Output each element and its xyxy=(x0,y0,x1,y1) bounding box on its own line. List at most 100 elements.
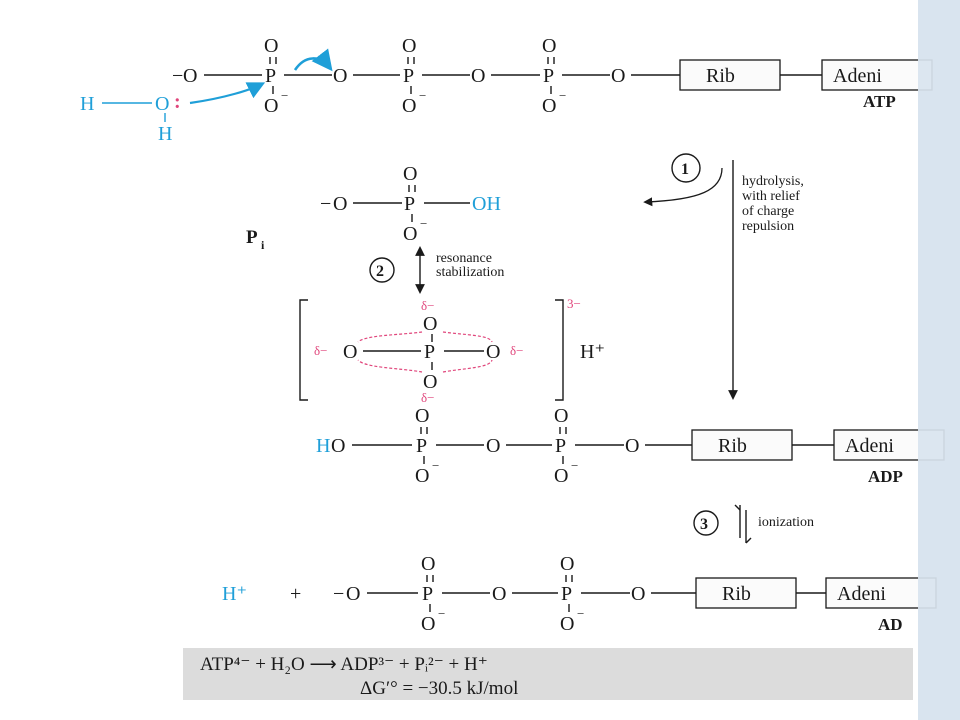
adp2-beta-bottom-minus: − xyxy=(438,606,445,621)
adp2-alpha-bottom-oxygen: O xyxy=(560,613,574,635)
step-1-circle xyxy=(671,153,701,183)
resonance-hydrogen-ion: H⁺ xyxy=(580,341,605,363)
adp2-adenine-label: Adeni xyxy=(837,583,886,605)
pi-label-subscript: i xyxy=(261,238,265,252)
adp-alpha-bottom-oxygen: O xyxy=(554,465,568,487)
equation-band xyxy=(183,648,913,700)
adp2-beta-phosphorus: P xyxy=(422,583,433,605)
step-2-number: 2 xyxy=(376,263,384,280)
atp-gamma-top-oxygen: O xyxy=(264,35,278,57)
step-2-circle xyxy=(369,257,395,283)
adp-bridge-oxygen: O xyxy=(486,435,500,457)
pi-left-minus: − xyxy=(320,193,331,215)
released-proton: H⁺ xyxy=(222,583,247,605)
adp-beta-phosphorus: P xyxy=(416,435,427,457)
pi-label: P xyxy=(246,227,258,248)
atp-bridge-oxygen-1: O xyxy=(333,65,347,87)
adp-ester-oxygen: O xyxy=(625,435,639,457)
inorganic-phosphate: − O P O O − OH P i xyxy=(246,163,501,252)
atp-adenine-box xyxy=(821,59,933,91)
step-3-ionization: 3 ionization xyxy=(693,504,814,544)
resonance-phosphorus: P xyxy=(424,341,435,363)
products-plus-sign: + xyxy=(290,583,301,605)
resonance-bottom-oxygen: O xyxy=(423,371,437,393)
adp-ionized: H⁺ + − O P O O − O P O O − O Rib Adeni A… xyxy=(222,553,937,635)
atp-gamma-bottom-oxygen: O xyxy=(264,95,278,117)
atp-alpha-top-oxygen: O xyxy=(542,35,556,57)
adp-proton: H xyxy=(316,435,330,457)
pi-hydroxyl: OH xyxy=(472,193,501,215)
atp-molecule: − O P O O − O P O O − O P O O − O Rib xyxy=(172,35,933,117)
adp2-beta-bottom-oxygen: O xyxy=(421,613,435,635)
atp-gamma-phosphorus: P xyxy=(265,65,276,87)
adp-adenine-label: Adeni xyxy=(845,435,894,457)
resonance-left-delta: δ− xyxy=(314,343,327,358)
resonance-right-delta: δ− xyxy=(510,343,523,358)
nucleophilic-attack-arrow xyxy=(189,82,266,105)
resonance-structure: 3− H⁺ O δ− P O δ− δ− O O δ− xyxy=(299,296,605,405)
resonance-bottom-delta: δ− xyxy=(421,390,434,405)
pi-bottom-minus: − xyxy=(420,216,427,231)
resonance-top-delta: δ− xyxy=(421,298,434,313)
adp-protonated: H O P O O − O P O O − O Rib Adeni ADP xyxy=(316,405,945,487)
adp-beta-top-oxygen: O xyxy=(415,405,429,427)
atp-alpha-phosphorus: P xyxy=(543,65,554,87)
step-3-label: ionization xyxy=(758,515,814,530)
atp-ribose-box xyxy=(679,59,781,91)
atp-beta-phosphorus: P xyxy=(403,65,414,87)
pi-bottom-oxygen: O xyxy=(403,223,417,245)
step-2-resonance: 2 resonance stabilization xyxy=(369,246,504,294)
adp2-terminal-oxygen: O xyxy=(346,583,360,605)
atp-beta-bottom-minus: − xyxy=(419,88,426,103)
resonance-charge: 3− xyxy=(567,296,581,311)
adp2-alpha-top-oxygen: O xyxy=(560,553,574,575)
atp-bridge-oxygen-2: O xyxy=(471,65,485,87)
atp-beta-top-oxygen: O xyxy=(402,35,416,57)
adp-terminal-oxygen: O xyxy=(331,435,345,457)
atp-molecule-label: ATP xyxy=(863,92,896,111)
resonance-right-oxygen: O xyxy=(486,341,500,363)
equation-line-1: ATP⁴⁻ + H₂O ⟶ ADP³⁻ + Pᵢ²⁻ + H⁺ xyxy=(200,654,488,675)
step-3-number: 3 xyxy=(700,516,708,533)
step-1-label-line1: hydrolysis, xyxy=(742,174,804,189)
adp2-adenine-box xyxy=(825,577,937,609)
adp-alpha-top-oxygen: O xyxy=(554,405,568,427)
atp-beta-bottom-oxygen: O xyxy=(402,95,416,117)
adp2-beta-top-oxygen: O xyxy=(421,553,435,575)
atp-adenine-label: Adeni xyxy=(833,65,882,87)
adp2-ribose-label: Rib xyxy=(722,583,751,605)
water-oxygen: O xyxy=(155,93,169,115)
water-molecule: H O : H xyxy=(80,48,333,145)
adp-alpha-bottom-minus: − xyxy=(571,458,578,473)
step-1-label-line2: with relief xyxy=(742,189,800,204)
step-1-label-line4: repulsion xyxy=(742,219,794,234)
atp-alpha-bottom-minus: − xyxy=(559,88,566,103)
adp2-bridge-oxygen: O xyxy=(492,583,506,605)
adp-molecule-label: ADP xyxy=(868,467,903,486)
adp-ribose-label: Rib xyxy=(718,435,747,457)
step-2-label-line2: stabilization xyxy=(436,265,504,280)
step-1-label-line3: of charge xyxy=(742,204,794,219)
atp-terminal-oxygen: O xyxy=(183,65,197,87)
step-1-branch-arrow xyxy=(643,167,723,207)
resonance-left-oxygen: O xyxy=(343,341,357,363)
page-edge-cover xyxy=(918,0,960,720)
adp2-terminal-minus: − xyxy=(333,583,344,605)
water-hydrogen-left: H xyxy=(80,93,94,115)
step-3-circle xyxy=(693,510,719,536)
adp-alpha-phosphorus: P xyxy=(555,435,566,457)
adp-beta-bottom-minus: − xyxy=(432,458,439,473)
step-2-label-line1: resonance xyxy=(436,251,492,266)
atp-alpha-bottom-oxygen: O xyxy=(542,95,556,117)
atp-ribose-label: Rib xyxy=(706,65,735,87)
step-1-hydrolysis: 1 hydrolysis, with relief of charge repu… xyxy=(643,153,804,400)
adp2-molecule-label: AD xyxy=(878,615,903,634)
resonance-top-oxygen: O xyxy=(423,313,437,335)
pi-left-oxygen: O xyxy=(333,193,347,215)
pi-top-oxygen: O xyxy=(403,163,417,185)
atp-ester-oxygen: O xyxy=(611,65,625,87)
adp2-alpha-phosphorus: P xyxy=(561,583,572,605)
water-lone-pair: : xyxy=(174,91,181,113)
pi-phosphorus: P xyxy=(404,193,415,215)
